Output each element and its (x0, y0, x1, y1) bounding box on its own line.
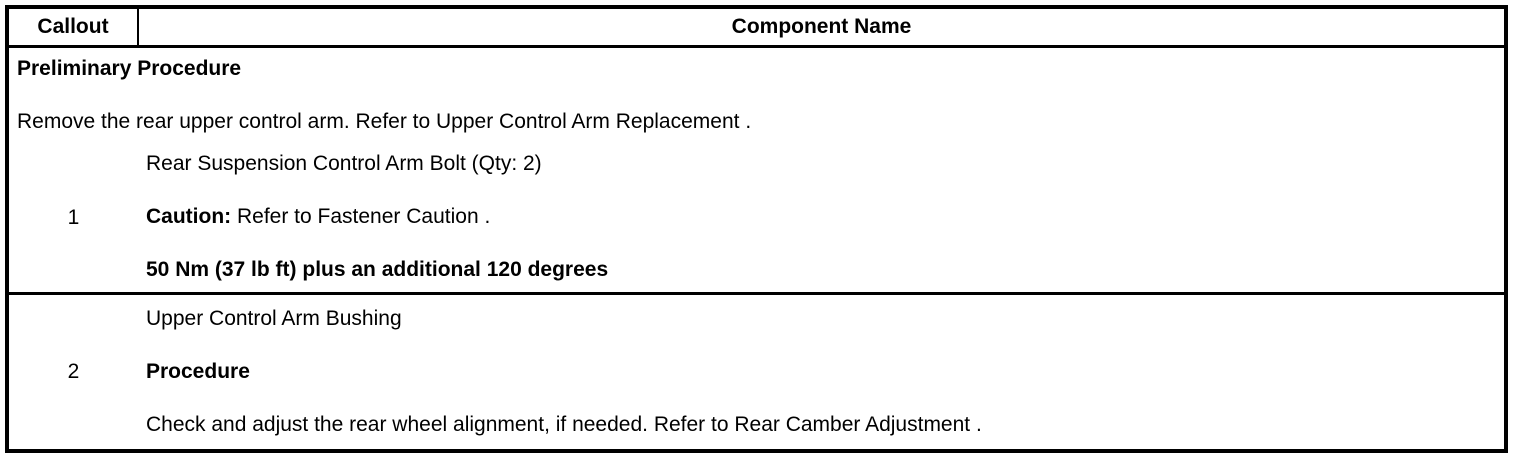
preliminary-procedure-cell: Preliminary Procedure Remove the rear up… (7, 47, 1506, 144)
callout-number-1: 1 (7, 143, 138, 295)
procedure-text-prefix: Check and adjust the rear wheel alignmen… (146, 412, 735, 436)
torque-spec: 50 Nm (37 lb ft) plus an additional 120 … (146, 258, 609, 281)
component-name-text: Upper Control Arm Bushing (146, 306, 402, 330)
component-name-column-header: Component Name (137, 7, 1506, 48)
table-row-callout-1: 1 Rear Suspension Control Arm Bolt (Qty:… (7, 143, 1506, 295)
procedure-text: Check and adjust the rear wheel alignmen… (146, 412, 1496, 438)
callout-number-2: 2 (67, 360, 80, 383)
component-cell-2: Upper Control Arm Bushing Procedure Chec… (138, 294, 1506, 452)
fastener-caution-link[interactable]: Fastener Caution (317, 205, 479, 228)
preliminary-text-suffix: . (739, 109, 752, 133)
callout-component-table: Callout Component Name Preliminary Proce… (5, 5, 1508, 453)
caution-text-suffix: . (478, 205, 491, 228)
procedure-text-suffix: . (970, 412, 982, 436)
upper-control-arm-replacement-link[interactable]: Upper Control Arm Replacement (436, 109, 740, 133)
procedure-label: Procedure (146, 359, 250, 383)
preliminary-procedure-title: Preliminary Procedure (17, 56, 242, 80)
preliminary-text-prefix: Remove the rear upper control arm. Refer… (17, 109, 437, 133)
preliminary-procedure-row: Preliminary Procedure Remove the rear up… (7, 47, 1506, 144)
table-row-callout-2: 2 Upper Control Arm Bushing Procedure Ch… (7, 294, 1506, 452)
caution-note: Caution: Refer to Fastener Caution . (146, 204, 1496, 230)
table-header-row: Callout Component Name (7, 7, 1506, 48)
rear-camber-adjustment-link[interactable]: Rear Camber Adjustment (734, 412, 971, 436)
component-cell-1: Rear Suspension Control Arm Bolt (Qty: 2… (138, 143, 1506, 295)
caution-label: Caution: (146, 205, 232, 228)
callout-column-header: Callout (7, 7, 138, 48)
caution-text-prefix: Refer to (231, 205, 318, 228)
component-name-text: Rear Suspension Control Arm Bolt (Qty: 2… (146, 152, 542, 175)
preliminary-procedure-text: Remove the rear upper control arm. Refer… (17, 109, 1496, 135)
